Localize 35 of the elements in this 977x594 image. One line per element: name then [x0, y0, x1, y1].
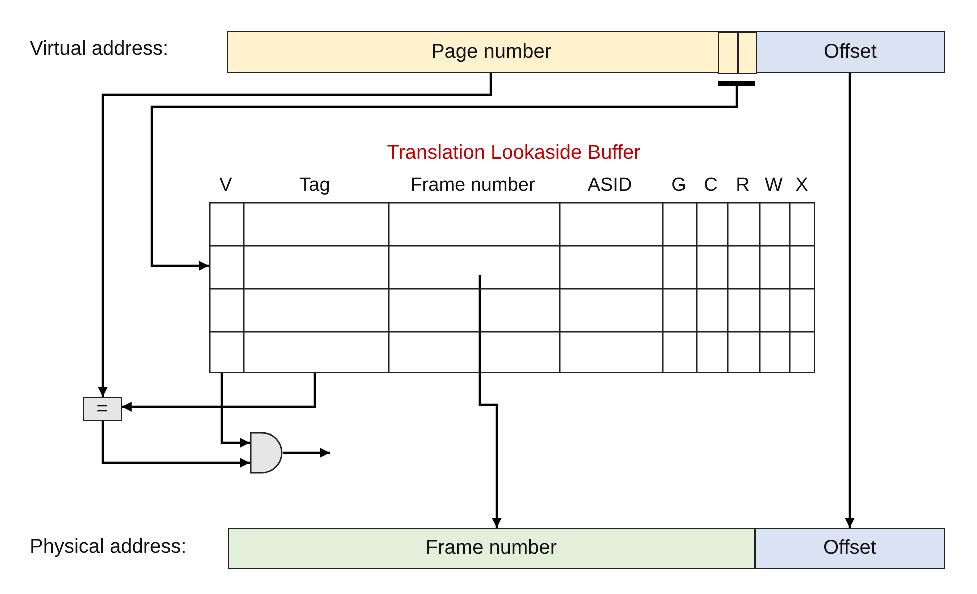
arrow — [845, 73, 855, 528]
arrow — [102, 421, 250, 468]
column-header: W — [765, 175, 783, 197]
arrow — [283, 448, 330, 458]
and-gate — [250, 432, 283, 474]
column-header: C — [704, 175, 718, 197]
arrow — [220, 373, 250, 448]
index-bit-cell — [718, 32, 738, 74]
index-select-bar — [718, 81, 755, 86]
field-label: Offset — [824, 537, 876, 560]
frame-number-field — [228, 528, 755, 569]
table-title: Translation Lookaside Buffer — [387, 142, 641, 165]
offset-field — [756, 31, 945, 73]
row-label: Physical address: — [30, 536, 187, 559]
equals-sign: = — [96, 398, 108, 420]
arrow — [98, 73, 492, 397]
arrow — [478, 275, 502, 528]
tlb-table — [209, 202, 815, 373]
offset-field — [755, 528, 945, 569]
field-label: Page number — [431, 40, 552, 64]
column-header: Tag — [300, 175, 330, 197]
column-header: Frame number — [410, 175, 536, 197]
column-header: G — [672, 175, 686, 197]
column-header: R — [736, 175, 750, 197]
arrow — [122, 373, 316, 412]
column-header: X — [796, 175, 808, 197]
page-number-field — [227, 31, 756, 73]
row-label: Virtual address: — [30, 38, 169, 61]
column-header: ASID — [588, 175, 632, 197]
arrow — [150, 86, 738, 271]
field-label: Offset — [824, 40, 877, 64]
comparator-box — [83, 397, 122, 421]
column-header: V — [220, 175, 232, 197]
index-bit-cell — [738, 32, 757, 74]
field-label: Frame number — [426, 537, 558, 560]
